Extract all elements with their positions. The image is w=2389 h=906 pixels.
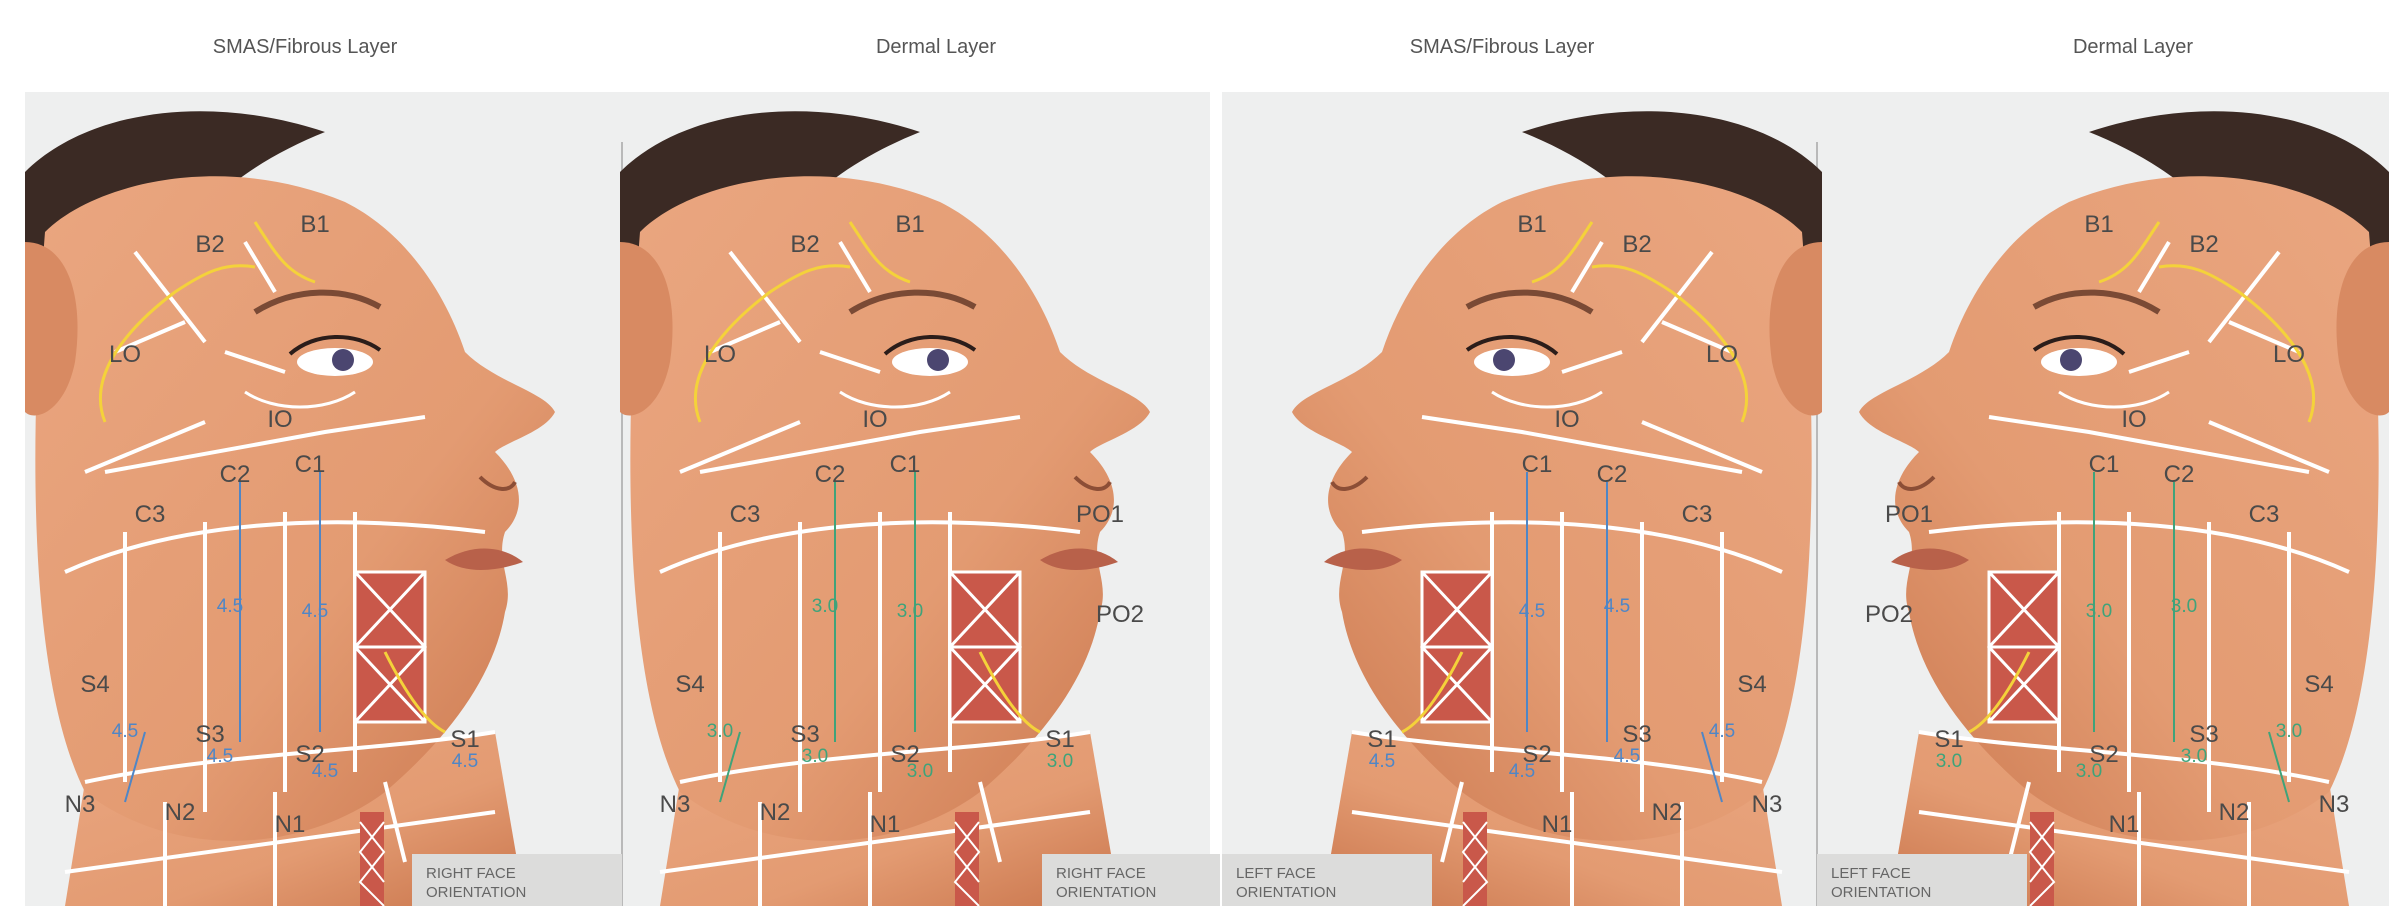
depth-value-c1: 4.5 [1519,601,1545,622]
face-diagram-1: B2B1LOIOC2C1C3S4S3S2S1N3N2N14.54.54.54.5… [25,92,625,906]
zone-label-po2: PO2 [1865,601,1913,628]
zone-label-s3: S3 [2189,721,2218,748]
zone-label-n2: N2 [165,799,196,826]
depth-value-s4: 4.5 [112,721,138,742]
zone-label-b2: B2 [1622,231,1651,258]
zone-label-lo: LO [2273,341,2305,368]
zone-label-n2: N2 [1652,799,1683,826]
depth-value-c2: 4.5 [217,596,243,617]
iris [332,349,354,371]
orientation-label-left-1: LEFT FACEORIENTATION [1222,854,1432,906]
zone-label-po2: PO2 [1096,601,1144,628]
zone-label-s4: S4 [1737,671,1766,698]
zone-label-n2: N2 [760,799,791,826]
zone-label-s4: S4 [675,671,704,698]
zone-label-b1: B1 [300,211,329,238]
depth-value-s2: 4.5 [312,761,338,782]
depth-value-s1: 3.0 [1047,751,1073,772]
zone-label-c3: C3 [730,501,761,528]
zone-label-po1: PO1 [1885,501,1933,528]
depth-value-s2: 4.5 [1509,761,1535,782]
zone-label-po1: PO1 [1076,501,1124,528]
face-diagram-4: B2B1LOIOC2C1C3PO1PO2S4S3S2S1N3N2N13.03.0… [1789,92,2389,906]
zone-label-n1: N1 [1542,811,1573,838]
depth-value-s4: 4.5 [1709,721,1735,742]
depth-value-c1: 3.0 [2086,601,2112,622]
zone-label-s1: S1 [1045,726,1074,753]
depth-value-s4: 3.0 [707,721,733,742]
depth-value-c2: 3.0 [2171,596,2197,617]
depth-value-c2: 3.0 [812,596,838,617]
zone-label-c1: C1 [1522,451,1553,478]
zone-label-s1: S1 [1367,726,1396,753]
face-diagram-3: B2B1LOIOC2C1C3S4S3S2S1N3N2N14.54.54.54.5… [1222,92,1822,906]
zone-label-n1: N1 [870,811,901,838]
zone-label-io: IO [2121,406,2146,433]
zone-label-s4: S4 [80,671,109,698]
zone-label-s4: S4 [2304,671,2333,698]
zone-label-n3: N3 [2319,791,2350,818]
zone-label-c1: C1 [295,451,326,478]
depth-value-s1: 4.5 [452,751,478,772]
heading-right-dermal: Dermal Layer [636,36,1236,59]
depth-value-c1: 3.0 [897,601,923,622]
depth-value-s3: 3.0 [2181,746,2207,767]
depth-value-s1: 4.5 [1369,751,1395,772]
zone-label-lo: LO [704,341,736,368]
depth-value-s1: 3.0 [1936,751,1962,772]
zone-label-c1: C1 [890,451,921,478]
zone-label-n1: N1 [275,811,306,838]
depth-value-s3: 4.5 [207,746,233,767]
zone-label-s1: S1 [450,726,479,753]
zone-label-s3: S3 [1622,721,1651,748]
depth-value-c2: 4.5 [1604,596,1630,617]
zone-label-c2: C2 [220,461,251,488]
orientation-label-right-1: RIGHT FACEORIENTATION [412,854,622,906]
depth-value-s4: 3.0 [2276,721,2302,742]
zone-label-c3: C3 [1682,501,1713,528]
zone-label-b2: B2 [195,231,224,258]
zone-label-s3: S3 [790,721,819,748]
iris [1493,349,1515,371]
zone-label-s3: S3 [195,721,224,748]
orientation-label-left-2: LEFT FACEORIENTATION [1817,854,2027,906]
heading-left-dermal: Dermal Layer [1833,36,2389,59]
depth-value-s3: 3.0 [802,746,828,767]
zone-label-n3: N3 [660,791,691,818]
heading-right-smas: SMAS/Fibrous Layer [5,36,605,59]
zone-label-s1: S1 [1934,726,1963,753]
zone-label-lo: LO [1706,341,1738,368]
zone-label-io: IO [1554,406,1579,433]
depth-value-s3: 4.5 [1614,746,1640,767]
zone-label-io: IO [862,406,887,433]
depth-value-s2: 3.0 [907,761,933,782]
zone-label-b1: B1 [2084,211,2113,238]
zone-label-lo: LO [109,341,141,368]
zone-label-c2: C2 [1597,461,1628,488]
zone-label-b1: B1 [1517,211,1546,238]
iris [927,349,949,371]
zone-label-c3: C3 [2249,501,2280,528]
heading-left-smas: SMAS/Fibrous Layer [1202,36,1802,59]
zone-label-n1: N1 [2109,811,2140,838]
zone-label-io: IO [267,406,292,433]
zone-label-b2: B2 [790,231,819,258]
depth-value-c1: 4.5 [302,601,328,622]
zone-label-c2: C2 [815,461,846,488]
zone-label-b2: B2 [2189,231,2218,258]
depth-value-s2: 3.0 [2076,761,2102,782]
zone-label-c1: C1 [2089,451,2120,478]
zone-label-c2: C2 [2164,461,2195,488]
zone-label-n2: N2 [2219,799,2250,826]
zone-label-b1: B1 [895,211,924,238]
iris [2060,349,2082,371]
zone-label-n3: N3 [65,791,96,818]
zone-label-n3: N3 [1752,791,1783,818]
zone-label-c3: C3 [135,501,166,528]
